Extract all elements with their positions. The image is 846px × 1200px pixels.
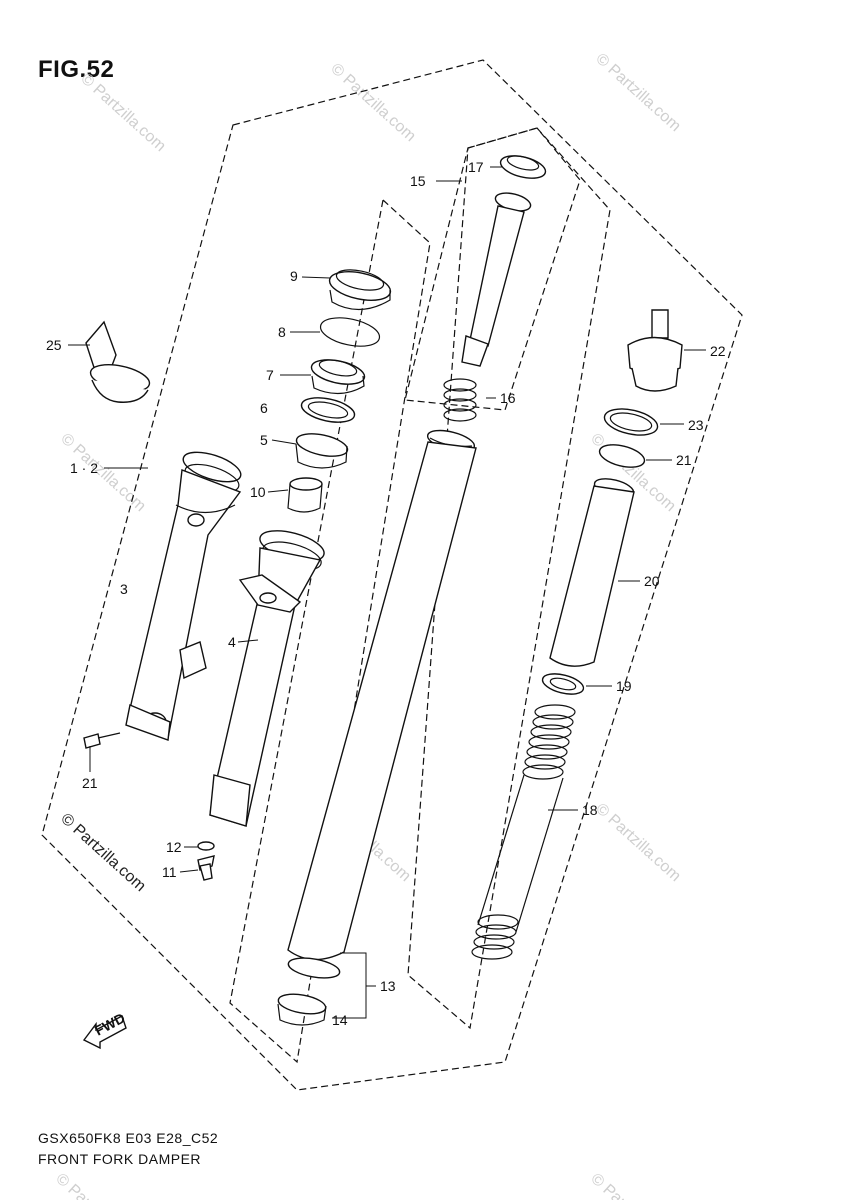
- diagram-caption: FRONT FORK DAMPER: [38, 1151, 202, 1167]
- callout-17: 17: [468, 159, 484, 175]
- rod-subgroup-outline: [404, 127, 581, 411]
- part-10-slide-bushing: [287, 477, 323, 513]
- callout-25: 25: [46, 337, 62, 353]
- part-19-washer: [541, 673, 585, 695]
- callout-14: 14: [332, 1012, 348, 1028]
- part-11-drain-bolt: [197, 855, 215, 881]
- part-3-outer-tube-left: [125, 451, 242, 741]
- callout-11: 11: [162, 864, 177, 880]
- part-17-ring: [499, 155, 547, 179]
- callout-15: 15: [410, 173, 426, 189]
- part-18-fork-spring: [471, 704, 576, 960]
- callout-12: 12: [166, 839, 182, 855]
- callout-1-2: 1 · 2: [70, 460, 98, 476]
- watermark-text: © Partzilla.com: [592, 50, 683, 135]
- part-23-o-ring: [603, 408, 659, 436]
- part-20-spacer: [549, 478, 635, 667]
- callout-19: 19: [616, 678, 632, 694]
- callout-23: 23: [688, 417, 704, 433]
- part-25-guard: [85, 320, 151, 403]
- figure-title: FIG.52: [38, 56, 115, 83]
- part-14-slide-bushing: [277, 993, 327, 1026]
- part-7-oil-seal: [310, 359, 366, 395]
- callout-labels: 9 8 7 6 5 10 25 1 · 2 3 4 21 12 11 13 14…: [46, 159, 726, 1028]
- callout-18: 18: [582, 802, 598, 818]
- callout-7: 7: [266, 367, 274, 383]
- callout-9: 9: [290, 268, 298, 284]
- part-13-inner-tube: [287, 429, 477, 979]
- group-outlines: [41, 59, 743, 1091]
- watermark-text: © Partzilla.com: [327, 60, 418, 145]
- fwd-arrow: FWD: [82, 1010, 128, 1050]
- watermark-text: © Partzilla.com: [52, 1170, 143, 1200]
- callout-20: 20: [644, 573, 660, 589]
- part-9-dust-seal: [328, 269, 392, 311]
- diagram-code: GSX650FK8 E03 E28_C52: [38, 1130, 219, 1146]
- callout-8: 8: [278, 324, 286, 340]
- watermark-text-strong: © Partzilla.com: [57, 810, 148, 895]
- watermark-text: © Partzilla.com: [592, 800, 683, 885]
- outer-tube-group-outline: [229, 198, 431, 1064]
- part-5-guide-bushing: [295, 433, 349, 469]
- part-8-stopper-ring: [319, 317, 381, 347]
- callout-21-right: 21: [676, 452, 692, 468]
- part-16-rebound-spring: [443, 378, 477, 422]
- callout-10: 10: [250, 484, 266, 500]
- callout-6: 6: [260, 400, 268, 416]
- part-22-cap-bolt: [627, 309, 683, 392]
- callout-21-left: 21: [82, 775, 98, 791]
- callout-3: 3: [120, 581, 128, 597]
- part-12-gasket: [197, 841, 215, 851]
- callout-13: 13: [380, 978, 396, 994]
- callout-16: 16: [500, 390, 516, 406]
- outer-group-outline: [41, 59, 743, 1091]
- watermark-text: © Partzilla.com: [587, 1170, 678, 1200]
- callout-4: 4: [228, 634, 236, 650]
- watermark-text: © Partzilla.com: [77, 70, 168, 155]
- callout-5: 5: [260, 432, 268, 448]
- part-4-outer-tube-right: [209, 530, 325, 827]
- part-21-plate: [598, 444, 646, 468]
- leader-lines: [68, 166, 706, 1019]
- callout-22: 22: [710, 343, 726, 359]
- part-6-washer: [300, 397, 356, 423]
- part-21-bolt-left: [83, 732, 121, 749]
- part-15-damper-rod: [461, 192, 532, 367]
